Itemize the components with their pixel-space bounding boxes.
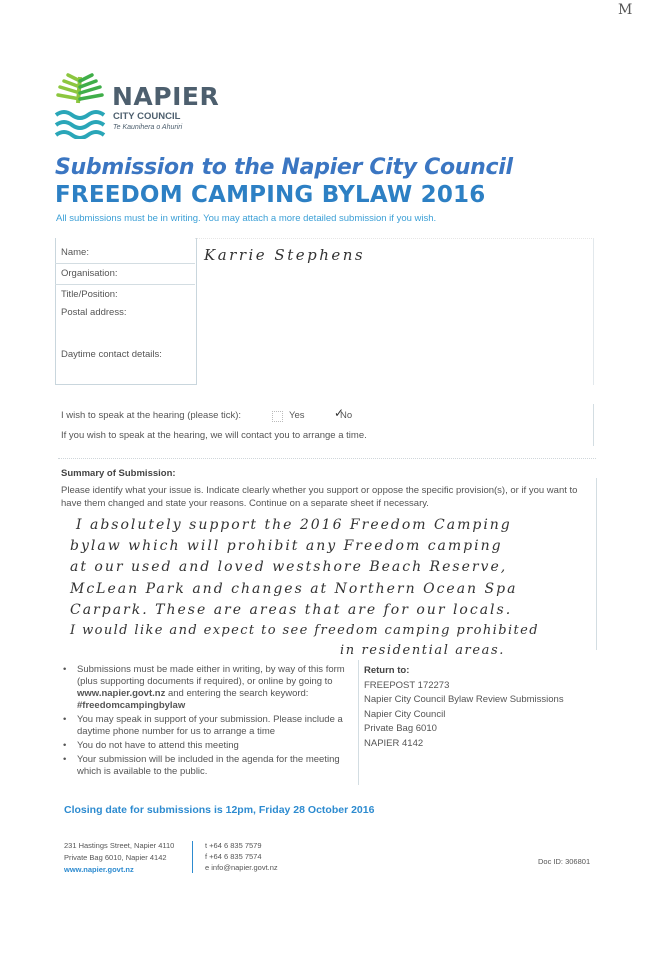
bullet-text: Your submission will be included in the … xyxy=(77,754,340,777)
bullet-text: and entering the search keyword: xyxy=(165,688,309,699)
divider xyxy=(596,478,597,650)
return-address: Return to: FREEPOST 172273 Napier City C… xyxy=(364,664,604,752)
tick-mark-icon[interactable]: ✓ xyxy=(334,406,345,420)
handwritten-line: at our used and loved westshore Beach Re… xyxy=(70,559,508,575)
form-subtitle: All submissions must be in writing. You … xyxy=(56,213,437,224)
contact-values-box xyxy=(195,238,594,385)
return-line: FREEPOST 172273 xyxy=(364,679,450,691)
list-item: • You do not have to attend this meeting xyxy=(61,740,356,752)
website-link[interactable]: www.napier.govt.nz xyxy=(77,688,166,699)
name-label: Name: xyxy=(61,247,89,258)
footer-website-link[interactable]: www.napier.govt.nz xyxy=(64,865,134,874)
bullet-text: Submissions must be made either in writi… xyxy=(77,664,345,687)
closing-date: Closing date for submissions is 12pm, Fr… xyxy=(64,804,375,816)
bullet-icon: • xyxy=(63,740,67,751)
list-item: • Your submission will be included in th… xyxy=(61,754,356,778)
contact-labels-box xyxy=(55,238,197,385)
handwritten-line: bylaw which will prohibit any Freedom ca… xyxy=(70,538,503,554)
divider xyxy=(58,458,596,459)
return-line: Napier City Council Bylaw Review Submiss… xyxy=(364,694,564,706)
name-value[interactable]: Karrie Stephens xyxy=(204,246,366,264)
handwritten-line: in residential areas. xyxy=(340,643,506,658)
form-title-bylaw: FREEDOM CAMPING BYLAW 2016 xyxy=(55,182,486,208)
footer-phone: t +64 6 835 7579 xyxy=(205,841,262,850)
postal-address-label: Postal address: xyxy=(61,307,127,318)
list-item: • You may speak in support of your submi… xyxy=(61,714,356,738)
footer-fax: f +64 6 835 7574 xyxy=(205,852,262,861)
organisation-label: Organisation: xyxy=(61,268,118,279)
form-title: Submission to the Napier City Council xyxy=(55,155,513,180)
return-line: Private Bag 6010 xyxy=(364,723,437,735)
bullet-icon: • xyxy=(63,714,67,725)
submission-rules-list: • Submissions must be made either in wri… xyxy=(61,664,356,780)
divider xyxy=(593,404,594,446)
divider xyxy=(55,284,195,285)
return-line: Napier City Council xyxy=(364,708,446,720)
divider xyxy=(55,263,195,264)
corner-annotation: M xyxy=(618,2,633,18)
title-position-label: Title/Position: xyxy=(61,289,118,300)
hearing-question: I wish to speak at the hearing (please t… xyxy=(61,410,242,421)
hearing-no-label: No xyxy=(340,410,353,421)
bullet-icon: • xyxy=(63,754,67,765)
footer-divider xyxy=(192,841,193,873)
list-item: • Submissions must be made either in wri… xyxy=(61,664,356,712)
logo-tagline: Te Kaunihera o Ahuriri xyxy=(113,124,183,131)
divider xyxy=(358,660,359,785)
document-id: Doc ID: 306801 xyxy=(538,857,591,866)
daytime-contact-label: Daytime contact details: xyxy=(61,349,162,360)
napier-logo-icon xyxy=(54,73,106,139)
logo-subtitle: CITY COUNCIL xyxy=(113,111,181,122)
handwritten-line: Carpark. These are areas that are for ou… xyxy=(70,602,513,618)
handwritten-line: I would like and expect to see freedom c… xyxy=(70,623,539,638)
logo-wordmark: NAPIER xyxy=(112,82,220,111)
footer-address: 231 Hastings Street, Napier 4110 Private… xyxy=(64,840,174,876)
bullet-text: You do not have to attend this meeting xyxy=(77,740,239,751)
footer-contacts: t +64 6 835 7579 f +64 6 835 7574 e info… xyxy=(205,840,278,873)
search-keyword: #freedomcampingbylaw xyxy=(77,700,186,711)
footer-street: 231 Hastings Street, Napier 4110 xyxy=(64,841,175,850)
yes-checkbox[interactable] xyxy=(272,411,283,422)
return-line: NAPIER 4142 xyxy=(364,737,424,749)
bullet-icon: • xyxy=(63,664,67,675)
handwritten-line: I absolutely support the 2016 Freedom Ca… xyxy=(76,517,512,533)
footer-email[interactable]: e info@napier.govt.nz xyxy=(205,863,278,872)
bullet-text: You may speak in support of your submiss… xyxy=(77,714,343,737)
summary-heading: Summary of Submission: xyxy=(61,468,176,479)
footer-postal: Private Bag 6010, Napier 4142 xyxy=(64,853,167,862)
hearing-note: If you wish to speak at the hearing, we … xyxy=(61,430,367,441)
return-heading: Return to: xyxy=(364,665,410,676)
summary-instructions: Please identify what your issue is. Indi… xyxy=(61,485,578,509)
hearing-yes-label: Yes xyxy=(289,410,305,421)
handwritten-line: McLean Park and changes at Northern Ocea… xyxy=(70,581,518,597)
